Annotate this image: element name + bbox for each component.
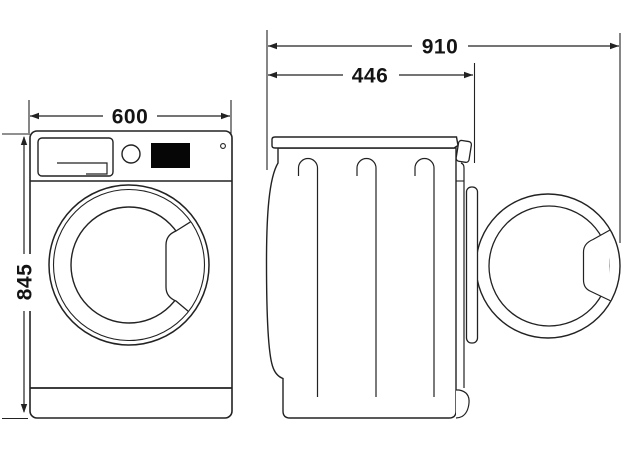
label-backing <box>13 254 35 311</box>
depth-open-label: 910 <box>422 36 459 59</box>
label-backing <box>343 64 399 86</box>
display-panel <box>151 143 190 168</box>
front-cabinet-outline <box>29 130 233 419</box>
detergent-drawer <box>37 137 114 177</box>
door-handle-mask <box>166 221 193 312</box>
arrowhead-right <box>610 42 619 50</box>
door-rim-ring <box>52 188 206 342</box>
front-foot <box>455 389 470 419</box>
width-label: 600 <box>112 106 149 129</box>
side-panel-ribs <box>297 157 435 397</box>
worktop <box>271 136 459 149</box>
front-door <box>48 184 210 346</box>
door-outer-ring <box>48 184 210 346</box>
dimension-depth-body-446: 446 <box>268 63 476 163</box>
open-door-handle-recess <box>582 229 612 302</box>
height-label: 845 <box>14 264 37 301</box>
program-knob-icon <box>121 144 141 164</box>
front-panel-edge <box>460 162 465 388</box>
drawer-handle-recess <box>57 162 108 175</box>
open-door <box>475 193 621 339</box>
dimension-depth-open-910: 910 <box>266 30 621 243</box>
power-button-icon <box>220 143 226 149</box>
door-hinge-plate <box>465 186 479 344</box>
arrowhead-right <box>221 112 230 120</box>
arrowhead-left <box>268 42 277 50</box>
washer-side-view <box>265 136 621 419</box>
arrowhead-down <box>20 404 28 413</box>
fascia-edge <box>455 139 473 163</box>
dimension-height-845: 845 <box>2 133 37 420</box>
washer-front-view <box>29 130 233 419</box>
side-cabinet-outline <box>265 147 457 419</box>
dimension-width-600: 600 <box>28 100 232 135</box>
label-backing <box>103 105 157 127</box>
arrowhead-up <box>20 136 28 145</box>
arrowhead-left <box>268 71 277 79</box>
door-handle-recess <box>165 221 192 312</box>
depth-body-label: 446 <box>352 65 389 88</box>
label-backing <box>412 35 468 57</box>
arrowhead-right <box>464 71 473 79</box>
open-door-handle-mask <box>583 230 611 301</box>
arrowhead-left <box>30 112 39 120</box>
